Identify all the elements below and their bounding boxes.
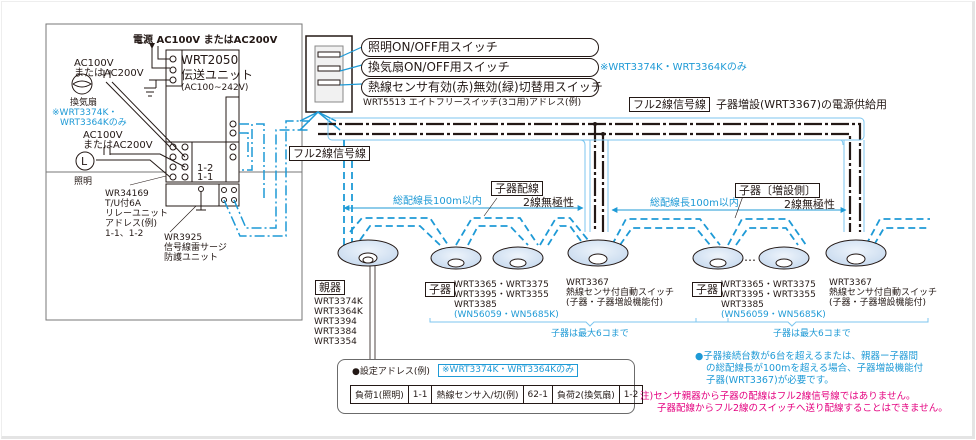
child-model-line: WRT3385 (454, 300, 497, 310)
child-model-line: WRT3365・WRT3375 (721, 280, 816, 290)
transmission-unit-name: 伝送ユニット (181, 68, 254, 82)
pink-note-line: 注)センサ親器から子器の配線はフル2線信号線ではありません。 (640, 391, 916, 402)
parent-model: WRT3394 (314, 317, 357, 327)
address-cell: 1-1 (407, 385, 433, 404)
switch-callout-fan: 換気扇ON/OFF用スイッチ (361, 58, 599, 77)
transmission-unit-range: (AC100~242V) (181, 83, 249, 93)
extender-model: WRT3367 (566, 278, 609, 288)
address-title: ●設定アドレス(例) (352, 367, 430, 377)
child-ellipsis: … (744, 250, 756, 264)
fan-voltage-1: AC100V (74, 58, 114, 69)
segment1-polarity: 2線無極性 (523, 196, 574, 209)
child-sensor-icon (692, 246, 744, 270)
child-alt-models: (WN56059・WN5685K) (454, 310, 559, 320)
child-model-line: WRT3395・WRT3355 (454, 290, 549, 300)
surge-line: 信号線雷サージ (164, 243, 227, 253)
pink-note-line: 子器配線からフル2線のスイッチへ送り配線することはできません。 (657, 403, 948, 414)
fan-label: 換気扇 (70, 98, 98, 108)
fan-note-1: ※WRT3374K・ (52, 108, 118, 118)
child-models-1: WRT3365・WRT3375 WRT3395・WRT3355 WRT3385 … (454, 280, 559, 320)
extender-sensor-icon (567, 239, 629, 267)
signal-line-label-left: フル2線信号線 (289, 146, 370, 161)
address-note: ※WRT3374K・WRT3364Kのみ (438, 364, 579, 377)
light-L-text: L (81, 155, 88, 168)
extender-desc: 熱線センサ付自動スイッチ (566, 288, 675, 298)
relay-line: WR34169 (105, 189, 149, 199)
relay-terminal-1-1: 1-1 (197, 172, 214, 183)
segment2-total-length: 総配線長100m以内 (650, 198, 739, 209)
address-table: 負荷1(照明) 1-1 熱線センサ入/切(例) 62-1 負荷2(換気扇) 1-… (350, 385, 644, 404)
light-L-icon (75, 151, 95, 171)
parent-model: WRT3374K (314, 297, 363, 307)
extender-info-2: WRT3367 熱線センサ付自動スイッチ (子器・子器増設機能付) (829, 278, 937, 308)
child-alt-models: (WN56059・WN5685K) (721, 310, 826, 320)
blue-note-line: 子器(WRT3367)が必要です。 (706, 375, 834, 386)
parent-models: WRT3374K WRT3364K WRT3394 WRT3384 WRT335… (314, 297, 363, 347)
parent-sensor-icon (337, 239, 399, 267)
segment2-child-limit: 子器は最大6コまで (773, 329, 851, 339)
extender-info-1: WRT3367 熱線センサ付自動スイッチ (子器・子器増設機能付) (566, 278, 674, 308)
extender-sensor-icon (825, 239, 887, 267)
child-sensor-icon (758, 246, 810, 270)
child-tag-2: 子器 (692, 282, 722, 297)
pink-note: 注)センサ親器から子器の配線はフル2線信号線ではありません。 子器配線からフル2… (640, 391, 948, 415)
child-model-line: WRT3385 (721, 300, 764, 310)
parent-model: WRT3384 (314, 327, 357, 337)
switch-callout-light: 照明ON/OFF用スイッチ (361, 38, 599, 57)
address-cell: 62-1 (522, 385, 553, 404)
relay-unit-info: WR34169 T/U付6A リレーユニット アドレス(例) 1-1、1-2 (105, 189, 168, 239)
segment1-wiring-label: 子器配線 (491, 181, 543, 196)
surge-line: 防護ユニット (164, 253, 219, 263)
segment2-wiring-label: 子器〔増設側〕 (735, 183, 820, 198)
relay-line: アドレス(例) (105, 219, 158, 229)
child-sensor-icon (430, 246, 482, 270)
child-sensor-icon (492, 246, 544, 270)
light-voltage-2: またはAC200V (83, 140, 153, 151)
blue-note-line: ●子器接続台数が6台を超えるまたは、親器ー子器間 (695, 351, 919, 362)
signal-line-label-top: フル2線信号線 (629, 97, 710, 112)
segment2-polarity: 2線無極性 (784, 198, 835, 211)
surge-unit-info: WR3925 信号線雷サージ 防護ユニット (164, 233, 227, 263)
extender-desc: 熱線センサ付自動スイッチ (829, 288, 938, 298)
switch-plate-caption: WRT5513 エイトフリースイッチ(3コ用)アドレス(例) (363, 98, 582, 108)
surge-line: WR3925 (164, 233, 203, 243)
parent-tag: 親器 (315, 280, 345, 295)
address-cell: 熱線センサ入/切(例) (431, 385, 524, 404)
switch-callout-sensor: 熱線センサ有効(赤)無効(緑)切替用スイッチ (361, 78, 603, 97)
extender-model: WRT3367 (829, 278, 872, 288)
address-cell: 1-2 (618, 385, 644, 404)
extender-desc: (子器・子器増設機能付) (566, 298, 664, 308)
light-label: 照明 (74, 177, 93, 187)
relay-terminal-1-2: 1-2 (197, 163, 214, 174)
power-supply-note: 子器増設(WRT3367)の電源供給用 (716, 98, 888, 111)
power-source-label: 電源 AC100V またはAC200V (133, 35, 278, 46)
child-models-2: WRT3365・WRT3375 WRT3395・WRT3355 WRT3385 … (721, 280, 826, 320)
relay-line: リレーユニット (105, 209, 169, 219)
child-model-line: WRT3395・WRT3355 (721, 290, 816, 300)
child-tag-1: 子器 (425, 282, 455, 297)
blue-note: ●子器接続台数が6台を超えるまたは、親器ー子器間 の総配線長が100mを超える場… (695, 351, 923, 387)
address-cell: 負荷2(換気扇) (551, 385, 620, 404)
segment1-child-limit: 子器は最大6コまで (551, 329, 629, 339)
light-voltage-1: AC100V (83, 130, 123, 141)
child-model-line: WRT3365・WRT3375 (454, 280, 549, 290)
address-row: 負荷1(照明) 1-1 熱線センサ入/切(例) 62-1 負荷2(換気扇) 1-… (350, 385, 644, 404)
relay-unit-box (165, 141, 240, 183)
address-cell: 負荷1(照明) (350, 385, 409, 404)
fan-note-2: WRT3364Kのみ (60, 118, 127, 128)
relay-line: T/U付6A (105, 199, 142, 209)
extender-desc: (子器・子器増設機能付) (829, 298, 927, 308)
blue-note-line: の総配線長が100mを超える場合、子器増設機能付 (706, 363, 924, 374)
relay-line: 1-1、1-2 (105, 229, 144, 239)
fan-voltage-2: またはAC200V (74, 68, 144, 79)
transmission-unit-model: WRT2050 (181, 53, 239, 67)
segment1-total-length: 総配線長100m以内 (393, 196, 482, 207)
parent-model: WRT3354 (314, 337, 357, 347)
fan-icon (71, 73, 93, 95)
parent-model: WRT3364K (314, 307, 363, 317)
switch-fan-note: ※WRT3374K・WRT3364Kのみ (600, 62, 747, 73)
